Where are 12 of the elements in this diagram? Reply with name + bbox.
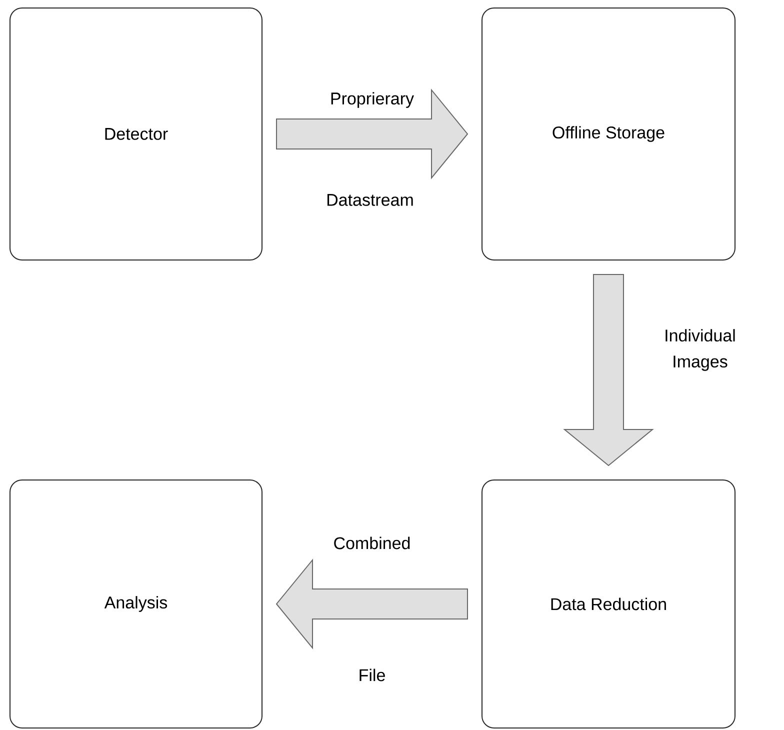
block-arrow — [563, 274, 654, 466]
label-text: Datastream — [327, 194, 413, 206]
block-arrow — [276, 88, 468, 180]
edge-label: Individual Images — [666, 329, 735, 371]
process-box: Data Reduction — [482, 479, 736, 728]
label-text: File — [360, 668, 385, 682]
process-box: Offline Storage — [482, 7, 736, 260]
label-text: Proprierary — [331, 92, 414, 108]
process-box: Detector — [10, 7, 262, 260]
process-box: Analysis — [10, 479, 262, 728]
label-text: Combined — [334, 536, 410, 550]
block-arrow — [276, 558, 468, 650]
